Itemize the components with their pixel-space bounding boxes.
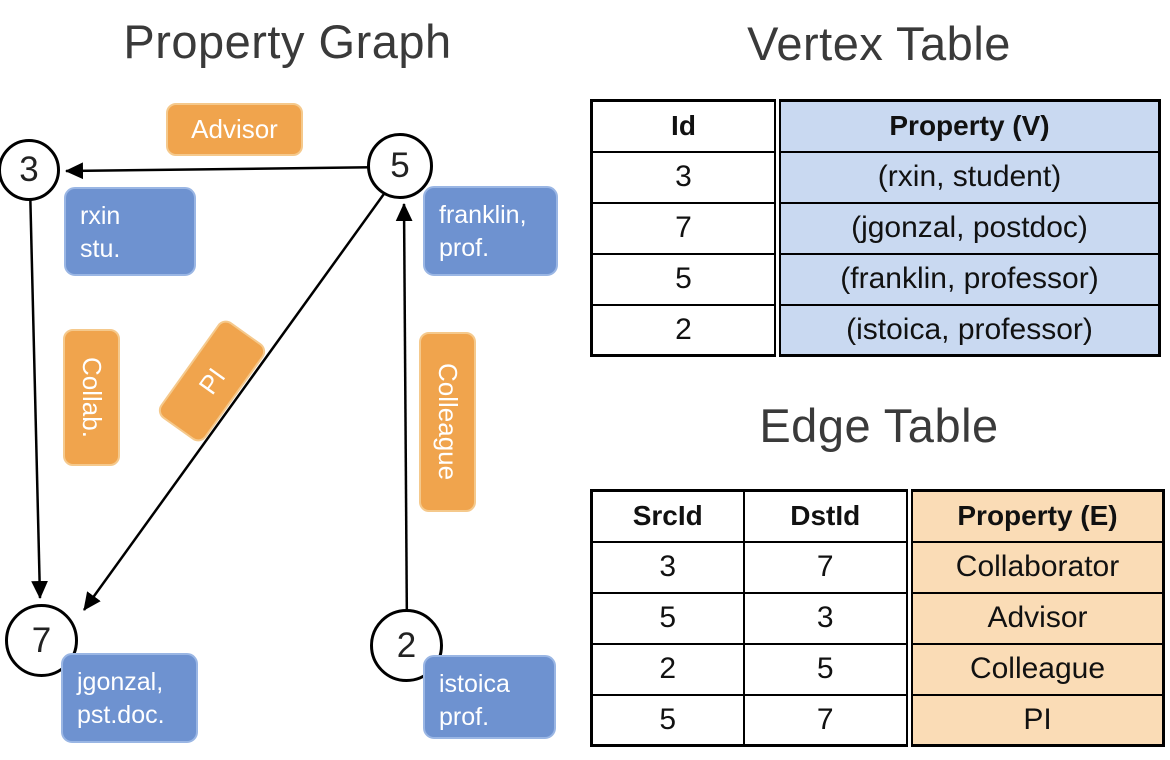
vertex-table-header-property: Property (V) [774, 99, 1161, 153]
edge-label-collab-text: Collab. [77, 357, 107, 438]
vertex-table-row: 7 (jgonzal, postdoc) [590, 201, 1161, 255]
edge-label-advisor-text: Advisor [191, 114, 278, 144]
graph-edges-layer [28, 162, 413, 636]
vertex-3-line1: rxin [80, 202, 121, 230]
edge-srcid-cell: 2 [590, 642, 745, 696]
graph-node-2: 2 [370, 609, 443, 682]
edge-dstid-cell: 7 [742, 540, 911, 594]
edge-label-colleague-text: Colleague [433, 363, 463, 481]
vertex-table-row: 3 (rxin, student) [590, 150, 1161, 204]
edge-srcid-cell: 5 [590, 591, 745, 645]
vertex-5-line1: franklin, [439, 201, 527, 229]
edge-table-row: 3 7 Collaborator [590, 540, 1165, 594]
edge-dstid-cell: 3 [742, 591, 911, 645]
vertex-2-line1: istoica [439, 670, 510, 698]
arrow-pi-5-to-7 [82, 179, 396, 611]
edge-property-cell: Advisor [906, 591, 1165, 645]
edge-table: SrcId DstId Property (E) 3 7 Collaborato… [590, 489, 1165, 747]
arrow-colleague-2-to-5 [395, 203, 413, 636]
vertex-property-cell: (istoica, professor) [774, 303, 1161, 357]
vertex-property-box-3: rxin stu. [64, 187, 196, 276]
edge-table-header-row: SrcId DstId Property (E) [590, 489, 1165, 543]
edge-srcid-cell: 5 [590, 693, 745, 747]
property-graph-panel: Property Graph 3 5 7 2 rxin stu. frankli… [0, 0, 580, 760]
node-3-label: 3 [19, 150, 39, 189]
vertex-id-cell: 7 [590, 201, 779, 255]
vertex-3-line2: stu. [80, 235, 121, 263]
edge-table-title: Edge Table [759, 399, 999, 452]
vertex-id-cell: 2 [590, 303, 779, 357]
edge-dstid-cell: 7 [742, 693, 911, 747]
arrow-collab-3-to-7 [28, 184, 48, 599]
edge-table-row: 2 5 Colleague [590, 642, 1165, 696]
vertex-table-header-id: Id [590, 99, 779, 153]
edge-srcid-cell: 3 [590, 540, 745, 594]
property-graph-title: Property Graph [123, 15, 452, 68]
vertex-table: Id Property (V) 3 (rxin, student) 7 (jgo… [590, 99, 1161, 357]
edge-table-header-srcid: SrcId [590, 489, 745, 543]
edge-table-header-dstid: DstId [742, 489, 911, 543]
edge-table-header-property: Property (E) [906, 489, 1165, 543]
vertex-id-cell: 3 [590, 150, 779, 204]
graph-node-5: 5 [367, 133, 433, 199]
edge-table-row: 5 3 Advisor [590, 591, 1165, 645]
graph-node-3: 3 [0, 139, 60, 201]
edge-property-cell: PI [906, 693, 1165, 747]
edge-dstid-cell: 5 [742, 642, 911, 696]
vertex-id-cell: 5 [590, 252, 779, 306]
node-5-label: 5 [390, 146, 410, 185]
edge-label-colleague: Colleague [419, 332, 476, 512]
edge-label-pi-text: PI [192, 362, 231, 400]
vertex-5-line2: prof. [439, 234, 490, 262]
vertex-table-row: 5 (franklin, professor) [590, 252, 1161, 306]
vertex-table-title: Vertex Table [747, 17, 1011, 70]
vertex-table-row: 2 (istoica, professor) [590, 303, 1161, 357]
node-7-label: 7 [31, 620, 52, 660]
vertex-2-line2: prof. [439, 703, 490, 731]
vertex-7-line1: jgonzal, [77, 668, 164, 696]
node-2-label: 2 [396, 625, 417, 665]
vertex-property-cell: (jgonzal, postdoc) [774, 201, 1161, 255]
edge-table-row: 5 7 PI [590, 693, 1165, 747]
vertex-property-cell: (rxin, student) [774, 150, 1161, 204]
vertex-property-box-2: istoica prof. [423, 655, 556, 739]
edge-property-cell: Collaborator [906, 540, 1165, 594]
vertex-property-box-5: franklin, prof. [423, 186, 558, 276]
edge-label-advisor: Advisor [166, 103, 303, 156]
vertex-7-line2: pst.doc. [77, 701, 165, 729]
edge-label-collab: Collab. [63, 329, 120, 466]
edge-property-cell: Colleague [906, 642, 1165, 696]
vertex-table-header-row: Id Property (V) [590, 99, 1161, 153]
arrow-advisor-5-to-3 [65, 162, 397, 180]
vertex-property-cell: (franklin, professor) [774, 252, 1161, 306]
vertex-property-box-7: jgonzal, pst.doc. [61, 653, 198, 743]
